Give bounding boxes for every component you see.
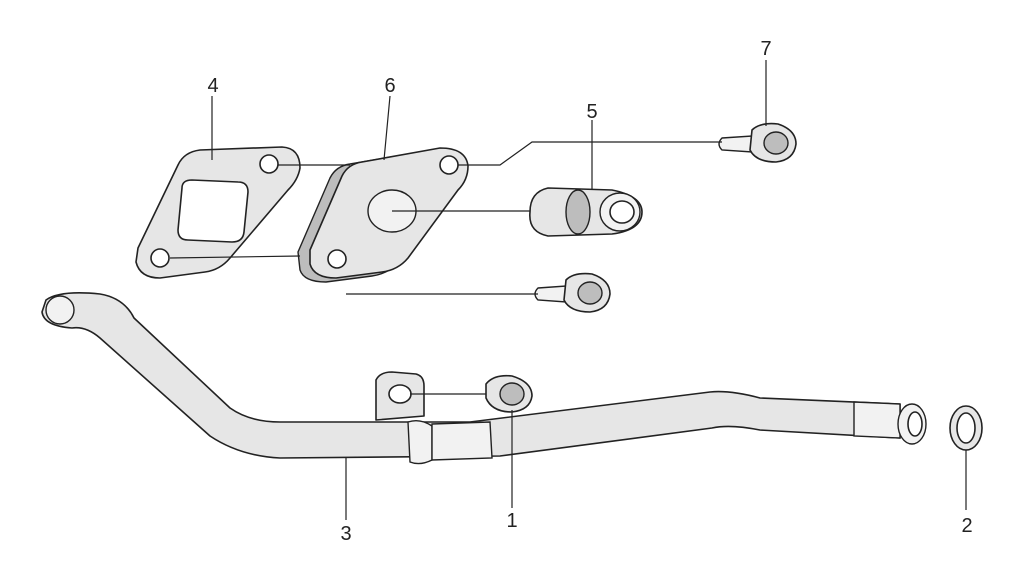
part-6-flange[interactable]	[297, 147, 469, 283]
part-7-bolt-bottom[interactable]	[534, 272, 611, 313]
callout-7: 7	[760, 38, 771, 60]
part-1-bolt[interactable]	[485, 374, 533, 413]
callout-3: 3	[340, 523, 351, 545]
part-5-fitting[interactable]	[529, 187, 643, 237]
part-2-o-ring[interactable]	[949, 405, 983, 451]
pipe-bracket	[375, 371, 425, 421]
callout-4: 4	[207, 75, 218, 97]
callout-labels: 4 6 5 7 3 1 2	[207, 38, 972, 545]
leader-lines	[169, 60, 967, 520]
callout-6: 6	[384, 75, 395, 97]
part-3-pipe[interactable]	[41, 292, 927, 465]
callout-1: 1	[506, 510, 517, 532]
callout-5: 5	[586, 101, 597, 123]
part-4-gasket[interactable]	[135, 146, 301, 279]
callout-2: 2	[961, 515, 972, 537]
part-7-bolt-top[interactable]	[718, 122, 797, 163]
